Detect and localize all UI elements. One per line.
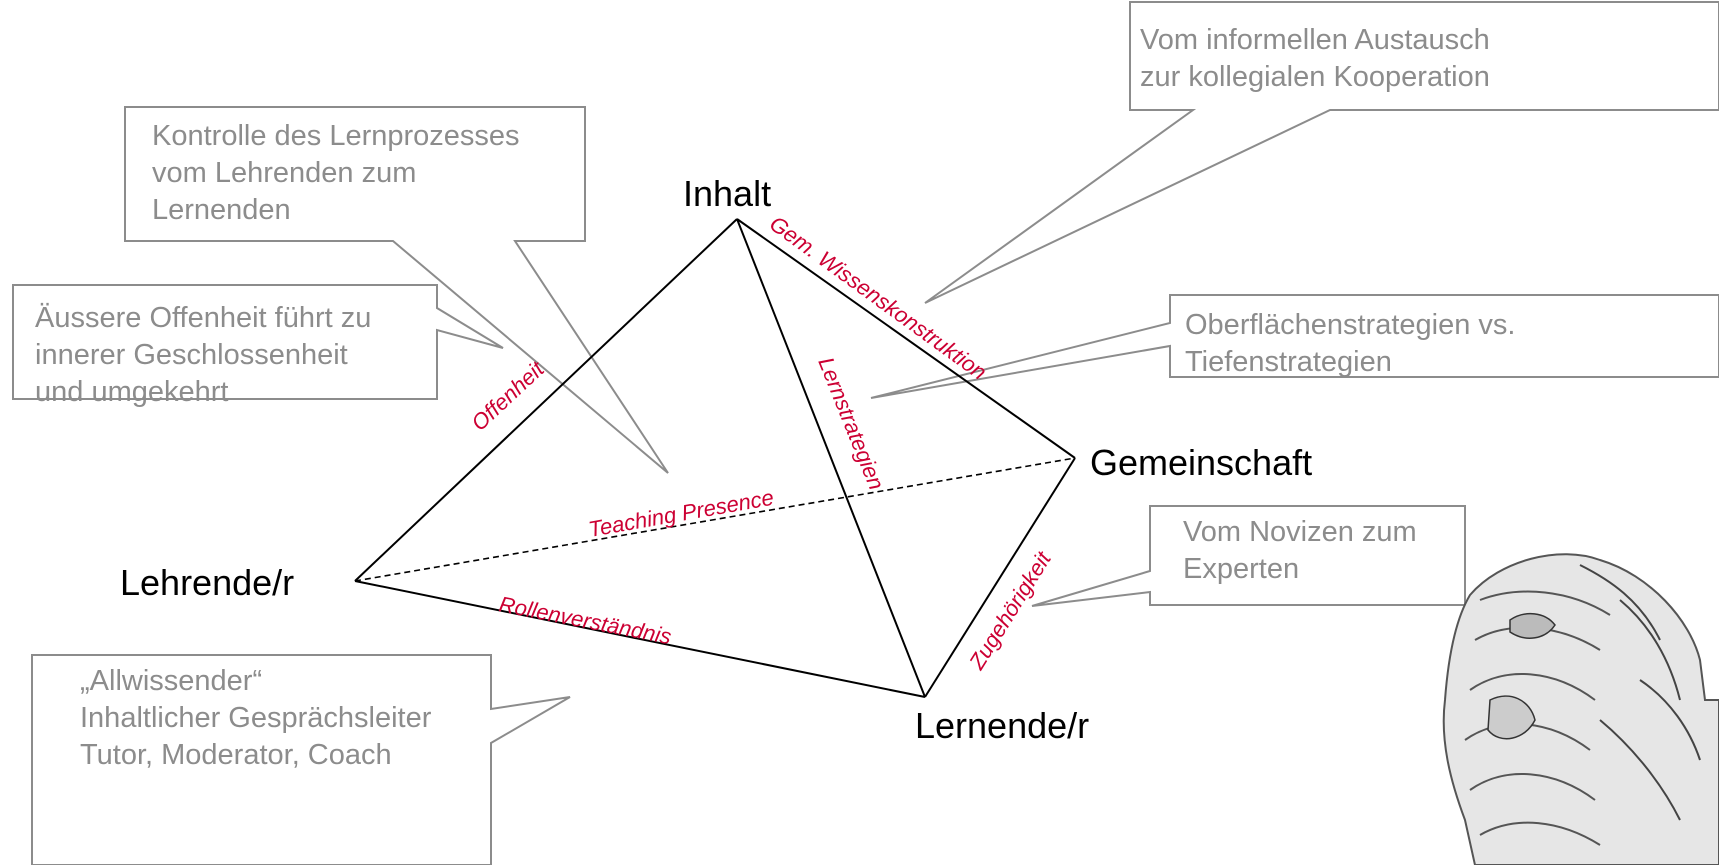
edge-label-wissenskonstruktion: Gem. Wissenskonstruktion xyxy=(765,211,991,385)
edge-lehrende-gemeinschaft-dashed xyxy=(354,457,1076,582)
callout-kooperation: Vom informellen Austausch zur kollegiale… xyxy=(1140,24,1490,93)
edge-lehrende-inhalt xyxy=(354,218,738,582)
callout-novize-shape xyxy=(1031,505,1466,607)
callout-novize: Vom Novizen zum Experten xyxy=(1183,516,1417,585)
callout-kooperation-shape xyxy=(924,1,1719,304)
node-gemeinschaft: Gemeinschaft xyxy=(1090,442,1312,483)
callout-strategien: Oberflächenstrategien vs. Tiefenstrategi… xyxy=(1185,309,1516,378)
edge-label-offenheit: Offenheit xyxy=(466,356,549,436)
edge-lehrende-lernende xyxy=(354,580,926,698)
node-inhalt: Inhalt xyxy=(683,173,771,214)
edge-label-teaching-presence: Teaching Presence xyxy=(587,485,776,542)
edge-label-rollenverstaendnis: Rollenverständnis xyxy=(497,591,673,649)
callout-offenheit-shape xyxy=(12,284,504,400)
edge-inhalt-gemeinschaft xyxy=(736,218,1076,459)
callout-kontrolle: Kontrolle des Lernprozesses vom Lehrende… xyxy=(152,120,520,226)
callout-strategien-shape xyxy=(870,294,1719,399)
callout-rollen: „Allwissender“ Inhaltlicher Gesprächslei… xyxy=(80,665,432,771)
callout-offenheit: Äussere Offenheit führt zu innerer Gesch… xyxy=(35,302,372,408)
callout-rollen-shape xyxy=(31,654,571,865)
node-lernende: Lernende/r xyxy=(915,705,1089,746)
edge-label-zugehoerigkeit: Zugehörigkeit xyxy=(964,547,1057,675)
edge-gemeinschaft-lernende xyxy=(924,457,1076,698)
thinker-illustration xyxy=(1442,553,1719,865)
edge-label-lernstrategien: Lernstrategien xyxy=(813,354,889,494)
node-lehrende: Lehrende/r xyxy=(120,562,294,603)
edge-inhalt-lernende xyxy=(736,218,926,698)
